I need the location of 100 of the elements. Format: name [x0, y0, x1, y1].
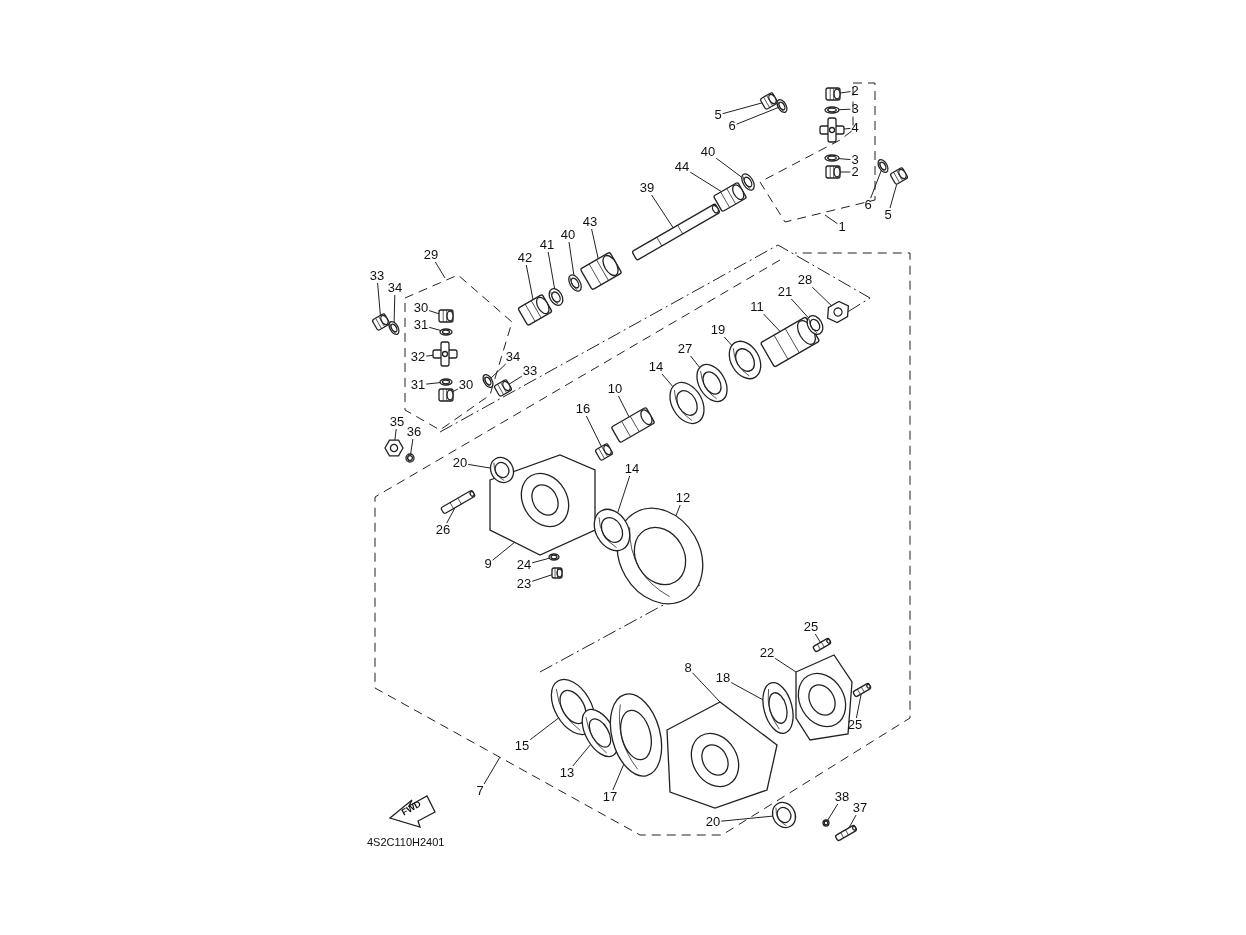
callout-number: 23 [515, 577, 533, 591]
callout-number: 26 [434, 523, 452, 537]
leader-line [790, 298, 809, 319]
callout-number: 20 [451, 456, 469, 470]
callout-number: 33 [521, 364, 539, 378]
callout-number: 34 [504, 350, 522, 364]
leader-line [814, 633, 821, 643]
callout-number: 22 [758, 646, 776, 660]
leader-line [848, 814, 857, 829]
circlip-drawing [776, 98, 788, 114]
callout-number: 2 [850, 165, 860, 179]
leader-line [490, 363, 507, 379]
leader-line [889, 183, 898, 209]
leader-line [811, 286, 832, 307]
bearing-cup-drawing [825, 87, 841, 101]
callout-number: 6 [863, 198, 873, 212]
leader-line [843, 127, 851, 130]
direction-label: FWD [399, 798, 423, 818]
leader-line [529, 717, 560, 741]
leader-line [736, 107, 779, 125]
callout-number: 30 [457, 378, 475, 392]
callout-number: 37 [851, 801, 869, 815]
leader-line [508, 375, 523, 385]
callout-number: 5 [713, 108, 723, 122]
cross-joint-drawing [819, 117, 845, 143]
callout-number: 2 [850, 84, 860, 98]
callout-number: 14 [623, 462, 641, 476]
leader-line [715, 157, 743, 178]
callout-number: 3 [850, 102, 860, 116]
callout-number: 13 [558, 766, 576, 780]
callout-number: 41 [538, 238, 556, 252]
callout-number: 15 [513, 739, 531, 753]
leader-line [689, 171, 722, 193]
leader-line [839, 91, 851, 94]
callout-number: 7 [475, 784, 485, 798]
bearing-cup-drawing [759, 91, 779, 111]
leader-line [492, 541, 516, 561]
callout-number: 34 [386, 281, 404, 295]
callout-number: 12 [674, 491, 692, 505]
callout-number: 28 [796, 273, 814, 287]
callout-number: 33 [368, 269, 386, 283]
leader-line [651, 194, 674, 229]
callout-number: 40 [559, 228, 577, 242]
leader-line [434, 261, 446, 279]
callout-number: 31 [409, 378, 427, 392]
callout-number: 5 [883, 208, 893, 222]
leader-line [452, 388, 459, 392]
leader-line [692, 672, 721, 703]
circlip-drawing [824, 106, 840, 114]
leader-line [675, 504, 681, 517]
leader-line [377, 282, 381, 316]
leader-line [774, 657, 797, 673]
callout-number: 11 [749, 300, 765, 314]
callout-number: 39 [638, 181, 656, 195]
leader-line [394, 428, 397, 441]
leader-line [870, 169, 882, 199]
callout-number: 32 [409, 350, 427, 364]
callout-number: 35 [388, 415, 406, 429]
leader-line [722, 102, 763, 115]
leader-line [723, 336, 733, 346]
leader-line [824, 214, 838, 225]
leader-line [547, 251, 556, 290]
leader-line [446, 507, 456, 524]
leader-line [612, 763, 625, 791]
callout-number: 17 [601, 790, 619, 804]
leader-line [425, 382, 441, 385]
leader-line [572, 743, 592, 767]
leader-line [531, 574, 553, 582]
leader-line [428, 310, 440, 315]
callout-number: 27 [676, 342, 694, 356]
leader-line [730, 682, 764, 701]
callout-number: 43 [581, 215, 599, 229]
callout-number: 40 [699, 145, 717, 159]
callout-number: 1 [837, 220, 847, 234]
callout-number: 14 [647, 360, 665, 374]
leader-line [483, 756, 501, 785]
leader-line [591, 228, 599, 260]
callout-number: 42 [516, 251, 534, 265]
leader-line [618, 395, 630, 418]
leader-line [531, 557, 550, 564]
callout-number: 36 [405, 425, 423, 439]
leader-line [585, 415, 602, 448]
callout-number: 24 [515, 558, 533, 572]
leader-line [425, 354, 434, 357]
leader-line [720, 815, 774, 822]
callout-number: 10 [606, 382, 624, 396]
callout-number: 19 [709, 323, 727, 337]
callout-number: 21 [776, 285, 794, 299]
callout-number: 20 [704, 815, 722, 829]
leader-line [428, 326, 442, 331]
leader-line [838, 158, 851, 161]
leader-line [393, 294, 396, 323]
leader-line [617, 475, 631, 514]
callout-number: 31 [412, 318, 430, 332]
callout-number: 8 [683, 661, 693, 675]
leader-line [410, 438, 414, 455]
leader-line [467, 463, 491, 469]
assembly-outline [759, 82, 876, 223]
callout-number: 16 [574, 402, 592, 416]
callout-number: 29 [422, 248, 440, 262]
